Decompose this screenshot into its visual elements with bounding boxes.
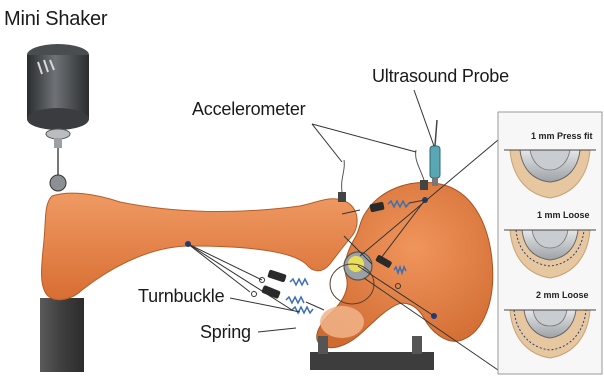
mini-shaker xyxy=(27,44,89,191)
support-block-left xyxy=(40,298,84,372)
inset-label-2mm-loose: 2 mm Loose xyxy=(536,290,589,300)
implant-fit-inset xyxy=(498,112,602,374)
inset-label-1mm-loose: 1 mm Loose xyxy=(537,210,590,220)
accelerometer-femur xyxy=(338,160,346,202)
support-block-right xyxy=(310,352,434,370)
inset-label-press-fit: 1 mm Press fit xyxy=(531,131,593,141)
ultrasound-probe-label: Ultrasound Probe xyxy=(372,66,509,87)
femur-bone xyxy=(42,193,358,300)
mini-shaker-label: Mini Shaker xyxy=(4,8,107,31)
ultrasound-probe xyxy=(430,120,440,186)
spring-label: Spring xyxy=(200,322,251,343)
accelerometer-label: Accelerometer xyxy=(192,99,305,120)
turnbuckle-label: Turnbuckle xyxy=(138,286,224,307)
